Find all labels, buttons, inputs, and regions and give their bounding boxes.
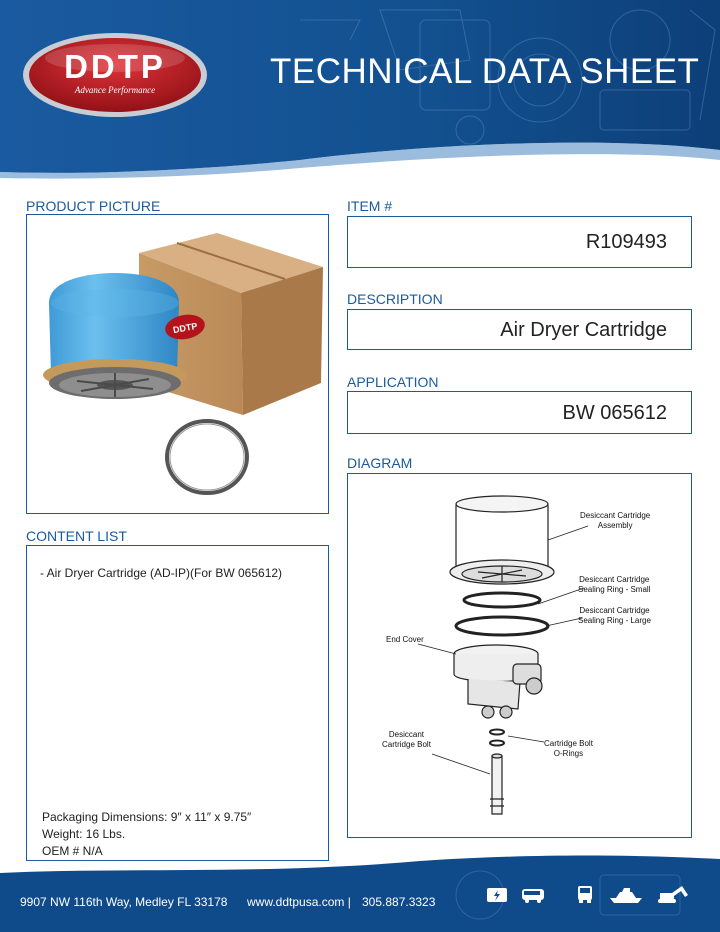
footer-address: 9907 NW 116th Way, Medley FL 33178 [20,895,228,909]
product-picture-label: PRODUCT PICTURE [26,198,161,214]
packaging-dimensions: Packaging Dimensions: 9″ x 11″ x 9.75″ [42,810,252,824]
description-label: DESCRIPTION [347,291,443,307]
application-panel: BW 065612 [347,391,692,434]
logo-tagline: Advance Performance [74,85,156,95]
content-item: - Air Dryer Cartridge (AD-IP)(For BW 065… [40,566,283,580]
application-value: BW 065612 [562,402,667,424]
label-end-cover: End Cover [386,635,424,644]
header-banner [0,0,720,179]
footer-phone: 305.887.3323 [362,895,436,909]
description-value: Air Dryer Cartridge [500,319,667,341]
item-panel: R109493 [347,216,692,268]
ddtp-logo: DDTP Advance Performance [22,32,208,118]
description-panel: Air Dryer Cartridge [347,309,692,350]
diagram-label: DIAGRAM [347,455,413,471]
content-list-panel [26,545,329,861]
oem-number: OEM # N/A [42,844,103,858]
bus-icon [522,889,544,903]
page-title: TECHNICAL DATA SHEET [270,52,700,91]
item-label: ITEM # [347,198,393,214]
generator-icon [487,888,507,902]
truck-icon [578,886,592,903]
content-list-label: CONTENT LIST [26,528,127,544]
item-number-value: R109493 [585,231,667,253]
footer-website-link[interactable]: www.ddtpusa.com | [247,895,351,909]
application-label: APPLICATION [347,374,439,390]
boat-icon [610,888,642,903]
product-image: DDTP [43,233,323,495]
excavator-icon [658,886,688,903]
box-logo-text: DDTP [172,321,198,335]
product-picture-panel: DDTP [26,214,329,514]
weight: Weight: 16 Lbs. [42,827,126,841]
logo-text: DDTP [64,48,166,85]
exploded-diagram [417,495,589,815]
